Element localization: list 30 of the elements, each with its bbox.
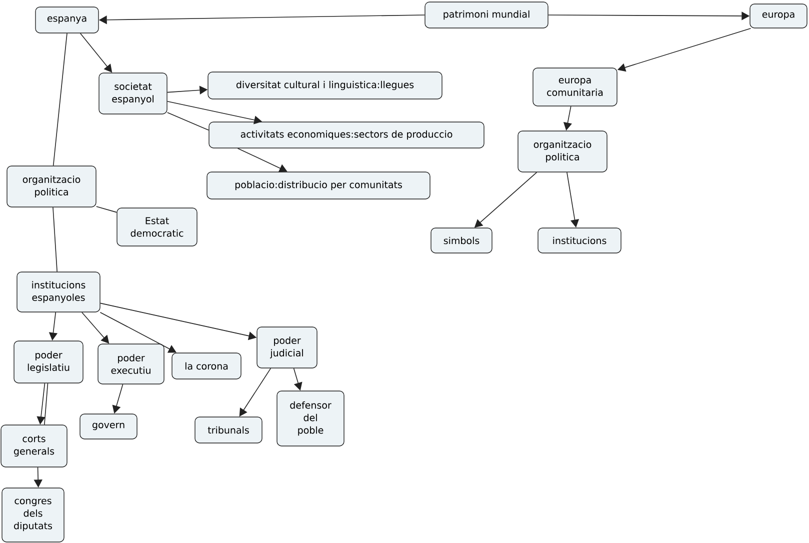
connector-line [166, 112, 210, 131]
concept-box: la corona [172, 352, 242, 380]
concept-box: Estat democratic [116, 208, 198, 246]
concept-box: poder executiu [98, 344, 164, 384]
concept-box: organitzacio politica [518, 130, 608, 172]
arrow [237, 148, 288, 172]
concept-box: diversitat cultural i linguistica:llegues [208, 72, 442, 100]
concept-box: societat espanyol [98, 72, 168, 114]
concept-box: patrimoni mundial [424, 2, 548, 28]
concept-box: poder judicial [256, 326, 318, 368]
concept-box: europa comunitaria [532, 68, 618, 106]
concept-box: defensor del poble [276, 390, 344, 446]
concept-box: poblacio:distribucio per comunitats [206, 172, 430, 200]
concept-box: organitzacio politica [6, 166, 96, 208]
connector-line [44, 382, 48, 426]
concept-box: congres dels diputats [2, 488, 64, 542]
concept-box: poder legislatiu [14, 340, 84, 384]
concept-box: institucions [538, 228, 622, 254]
connector-line [52, 206, 58, 272]
connector-line [52, 32, 68, 166]
arrow [100, 312, 176, 353]
concept-box: govern [80, 414, 138, 440]
connector-line [96, 206, 118, 213]
concept-box: institucions espanyoles [16, 272, 100, 312]
concept-box: activitats economiques:sectors de produccio [208, 122, 484, 148]
concept-box: tribunals [194, 416, 262, 444]
concept-box: europa [750, 4, 808, 28]
concept-box: corts generals [0, 424, 68, 468]
concept-box: espanya [35, 6, 99, 34]
concept-box: simbols [430, 228, 492, 254]
